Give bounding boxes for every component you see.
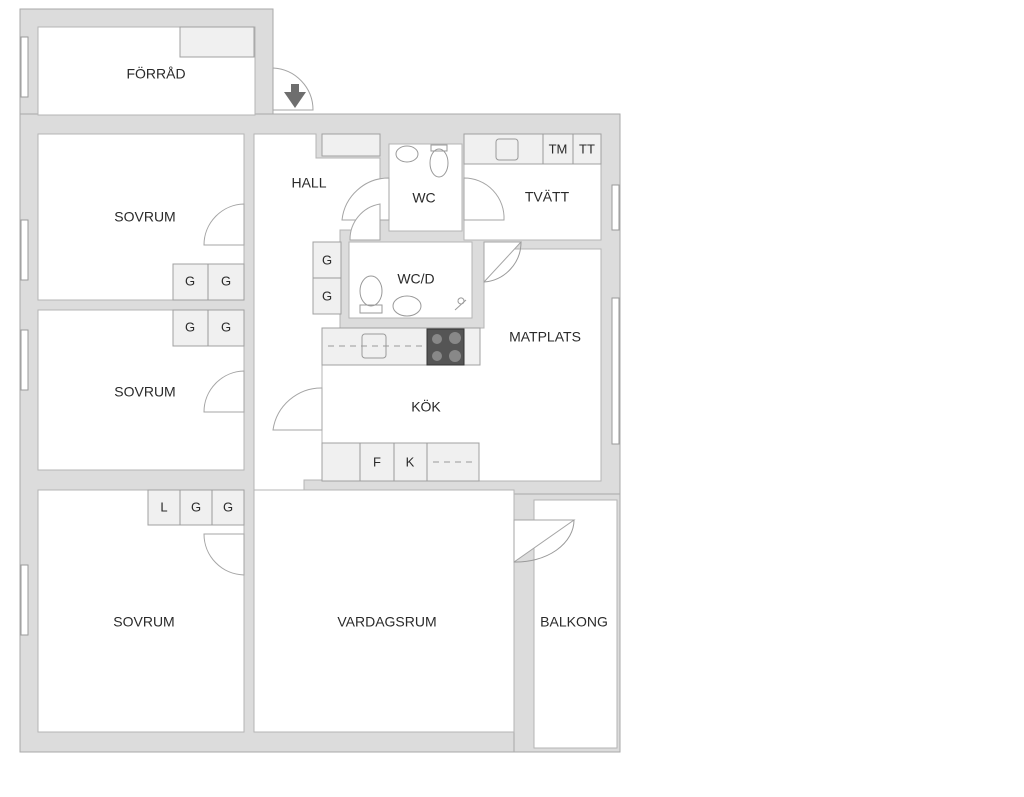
- vardagsrum-floor: [253, 489, 515, 733]
- wc-toilet-icon: [429, 148, 449, 178]
- wcd-toilet-icon: [359, 275, 383, 307]
- hall-wardrobe-g1: G: [322, 252, 332, 267]
- room-label-sovrum2: SOVRUM: [114, 384, 175, 400]
- room-labels: FÖRRÅD HALL WC TVÄTT WC/D SOVRUM SOVRUM …: [113, 65, 608, 630]
- window-sovrum2: [20, 329, 29, 391]
- windows: [20, 36, 620, 636]
- room-label-hall: HALL: [291, 175, 326, 191]
- sovrum3-l: L: [160, 499, 167, 514]
- room-label-wc: WC: [412, 190, 435, 206]
- window-tvatt: [611, 184, 620, 231]
- window-forrad: [20, 36, 29, 98]
- sovrum3-floor: [37, 489, 245, 733]
- sovrum2-g2: G: [221, 319, 231, 334]
- sovrum1-g1: G: [185, 273, 195, 288]
- room-label-sovrum1: SOVRUM: [114, 209, 175, 225]
- room-label-balkong: BALKONG: [540, 614, 608, 630]
- sovrum2-g1: G: [185, 319, 195, 334]
- window-matplats: [611, 297, 620, 445]
- stove-burner-2: [449, 332, 461, 344]
- door-sovrum1: [203, 203, 245, 246]
- wc-floor: [388, 143, 463, 232]
- door-tvatt: [463, 177, 505, 221]
- sovrum1-g2: G: [221, 273, 231, 288]
- door-sovrum2: [203, 370, 245, 413]
- hall-wardrobe-g2: G: [322, 288, 332, 303]
- room-label-matplats: MATPLATS: [509, 329, 581, 345]
- entrance-arrow-stem: [291, 84, 299, 93]
- room-label-tvatt: TVÄTT: [525, 189, 570, 205]
- door-kok: [272, 387, 323, 431]
- freezer-label: K: [406, 454, 415, 469]
- room-label-vardagsrum: VARDAGSRUM: [337, 614, 436, 630]
- wc-sink-icon: [395, 145, 419, 163]
- tvatt-sink-icon: [495, 138, 519, 161]
- hall-shelf: [321, 133, 381, 157]
- window-sovrum3: [20, 564, 29, 636]
- door-sovrum3: [203, 533, 245, 576]
- sovrum3-g2: G: [223, 499, 233, 514]
- door-wcd: [349, 203, 381, 241]
- entrance-arrow-icon: [284, 92, 306, 108]
- tm-label: TM: [549, 141, 568, 156]
- stove-burner-3: [432, 351, 442, 361]
- stove-burner-1: [432, 334, 442, 344]
- wcd-toilet-tank: [359, 304, 383, 314]
- tt-label: TT: [579, 141, 595, 156]
- window-sovrum1: [20, 219, 29, 281]
- door-balkong-arc: [513, 519, 575, 563]
- wcd-sink-icon: [392, 295, 422, 317]
- tvatt-counter: [463, 133, 602, 165]
- room-label-kok: KÖK: [411, 398, 441, 415]
- kitchen-sink-icon: [361, 333, 387, 359]
- door-matplats-arc: [483, 241, 522, 283]
- doors: [203, 67, 576, 576]
- door-balkong: [513, 519, 576, 563]
- shower-icon: [454, 297, 467, 311]
- sovrum3-wardrobe: [147, 489, 245, 526]
- room-label-forrad: FÖRRÅD: [126, 65, 185, 82]
- room-label-wcd: WC/D: [397, 271, 434, 287]
- stove-burner-4: [449, 350, 461, 362]
- kitchen-counter-bottom: [321, 442, 480, 482]
- wc-toilet-tank: [430, 144, 448, 152]
- fridge-label: F: [373, 454, 381, 469]
- sovrum3-g1: G: [191, 499, 201, 514]
- door-matplats: [483, 241, 523, 284]
- balkong-floor: [533, 499, 618, 749]
- forrad-shelf: [179, 26, 255, 58]
- room-label-sovrum3: SOVRUM: [113, 614, 174, 630]
